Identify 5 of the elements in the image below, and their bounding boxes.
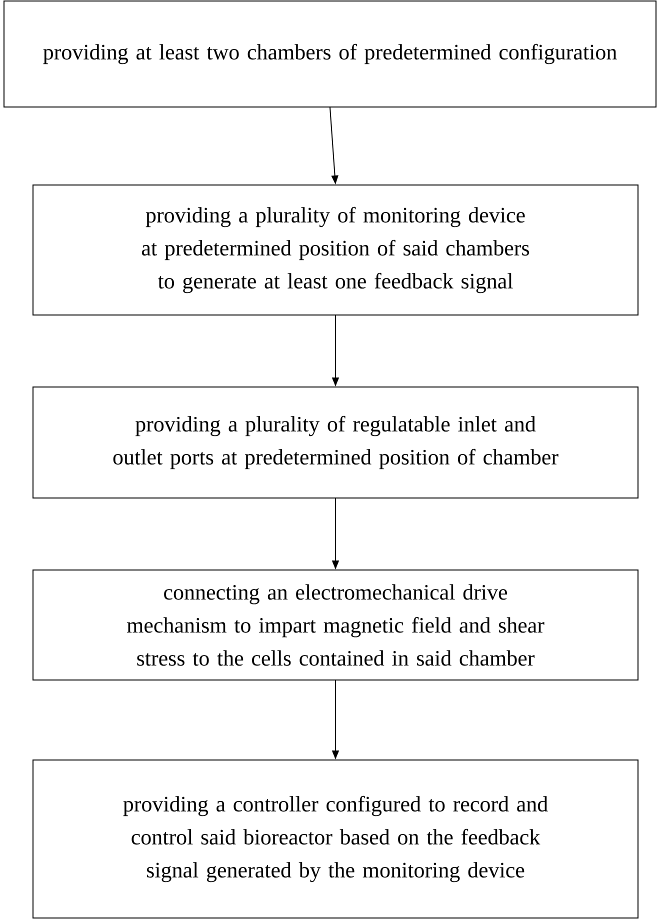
process-box: providing at least two chambers of predetermined configuration [4,0,656,108]
process-box: providing a controller configured to record and control said bioreactor based on the feedback signal generated by the monitoring device [32,760,638,918]
process-box: connecting an electromechanical drive mechanism to impart magnetic field and shear stress to the cells contained in said chamber [32,570,638,680]
process-box: providing a plurality of regulatable inlet and outlet ports at predetermined position of chamber [32,386,638,498]
process-box: providing a plurality of monitoring device at predetermined position of said chambers to generate at least one feedback signal [32,184,638,316]
